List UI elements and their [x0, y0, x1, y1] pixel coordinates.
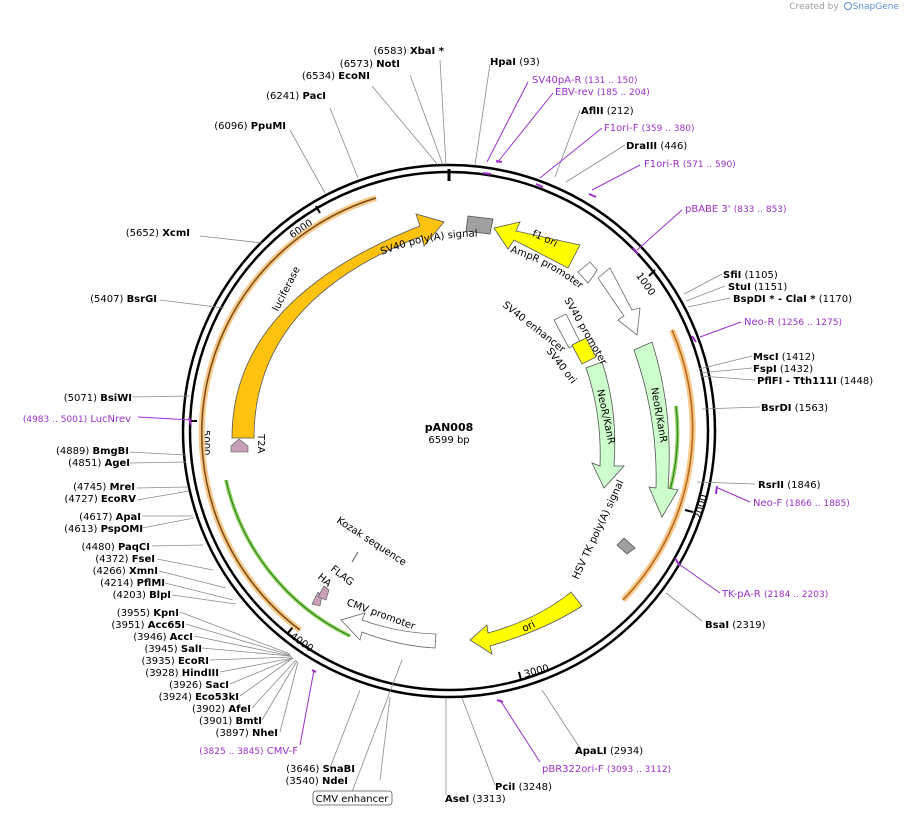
primer-label: pBR322ori-F (3093 .. 3112) — [542, 764, 671, 775]
enzyme-label: FspI (1432) — [753, 364, 813, 375]
ampr-promoter-arrow — [577, 261, 598, 284]
tick-label-2000: 2000 — [693, 494, 710, 521]
enzyme-label: (3902) AfeI — [192, 704, 251, 715]
tick-label-5000: 5000 — [200, 430, 211, 455]
feature-cmv-enhancer-label: CMV enhancer — [316, 794, 390, 805]
enzyme-label: (3901) BmtI — [199, 716, 262, 727]
primer-label: F1ori-R (571 .. 590) — [644, 159, 736, 170]
primer-label: Neo-F (1866 .. 1885) — [753, 498, 850, 509]
enzyme-leader-lines — [129, 59, 761, 795]
enzyme-label: (3951) Acc65I — [111, 620, 185, 631]
flag-arrow — [317, 585, 330, 601]
hsv-tk-polya-box — [616, 537, 636, 555]
credit-prefix: Created by — [789, 2, 839, 12]
enzyme-label: (5652) XcmI — [126, 228, 190, 239]
enzyme-label: (6096) PpuMI — [214, 121, 286, 132]
enzyme-label: (3897) NheI — [216, 728, 278, 739]
enzyme-label: (6573) NotI — [340, 59, 400, 70]
enzyme-label: (3935) EcoRI — [141, 656, 209, 667]
enzyme-label: (4480) PaqCI — [82, 542, 150, 553]
primer-label: pBABE 3' (833 .. 853) — [685, 204, 787, 215]
sv40-polya-box — [465, 215, 494, 235]
enzyme-label: (4727) EcoRV — [64, 494, 136, 505]
feature-sv40-enhancer-label: SV40 enhancer — [500, 300, 567, 356]
enzyme-label: (3540) NdeI — [286, 776, 348, 787]
primer-label: SV40pA-R (131 .. 150) — [532, 75, 637, 86]
enzyme-label: (3926) SacI — [169, 680, 229, 691]
plasmid-center: pAN008 6599 bp — [425, 421, 474, 446]
primer-label: TK-pA-R (2184 .. 2203) — [721, 589, 828, 600]
cmv-promoter-arrow — [340, 612, 437, 649]
primer-label: (4983 .. 5001) LucNrev — [23, 414, 131, 425]
enzyme-label: (4851) AgeI — [68, 458, 130, 469]
credit-brand: SnapGene — [852, 2, 899, 12]
enzyme-label: RsrII (1846) — [758, 480, 821, 491]
enzyme-label: (3945) SalI — [144, 644, 202, 655]
enzyme-label: (4372) FseI — [95, 554, 155, 565]
enzyme-label: (4613) PspOMI — [64, 524, 143, 535]
plasmid-name: pAN008 — [425, 421, 474, 434]
luciferase-arrow — [231, 213, 445, 439]
enzyme-label: (4617) ApaI — [79, 512, 141, 523]
feature-ori-label: ori — [521, 619, 537, 634]
feature-ha-label: HA — [315, 572, 333, 590]
f1-ori-arrow — [493, 221, 581, 269]
enzyme-label: (3955) KpnI — [117, 608, 179, 619]
primer-label: Neo-R (1256 .. 1275) — [744, 317, 842, 328]
ori-arrow — [469, 591, 583, 655]
enzyme-label: (3646) SnaBI — [286, 764, 355, 775]
feature-highlights — [198, 195, 696, 638]
enzyme-label: BspDI * - ClaI * (1170) — [733, 294, 852, 305]
snapgene-credit: Created by SnapGene — [789, 2, 899, 12]
feature-hsv-tk-polya-label: HSV TK poly(A) signal — [571, 478, 627, 581]
enzyme-label: MscI (1412) — [753, 352, 815, 363]
feature-t2a-label: T2A — [255, 433, 266, 453]
enzyme-label: (4745) MreI — [73, 482, 135, 493]
primer-label: F1ori-F (359 .. 380) — [604, 123, 695, 134]
enzyme-label: (4214) PflMI — [100, 578, 165, 589]
feature-kozak-label: Kozak sequence — [334, 515, 408, 568]
sv40-ori-box — [571, 337, 597, 365]
feature-shapes — [230, 213, 679, 793]
enzyme-labels-left: (6583) XbaI * (6573) NotI (6534) EcoNI (… — [56, 46, 445, 787]
primer-labels: SV40pA-R (131 .. 150) EBV-rev (185 .. 20… — [23, 75, 850, 775]
feature-flag-label: FLAG — [328, 564, 355, 589]
enzyme-label: HpaI (93) — [490, 57, 540, 68]
enzyme-label: (3928) HindIII — [145, 668, 219, 679]
enzyme-label: ApaLI (2934) — [575, 746, 643, 757]
enzyme-label: (3924) Eco53kI — [159, 692, 239, 703]
enzyme-label: PflFI - Tth111I (1448) — [757, 376, 873, 387]
neor-outer-arrow — [633, 341, 679, 518]
enzyme-label: (3946) AccI — [133, 632, 193, 643]
enzyme-label: (4203) BlpI — [113, 590, 171, 601]
tick-label-1000: 1000 — [633, 271, 657, 298]
sv40-promoter-arrow — [597, 267, 641, 336]
enzyme-label: PciI (3248) — [495, 782, 552, 793]
neor-inner-arrow — [585, 361, 625, 489]
enzyme-label: (4266) XmnI — [93, 566, 158, 577]
backbone — [181, 163, 717, 699]
enzyme-label: StuI (1151) — [728, 282, 787, 293]
enzyme-label: DraIII (446) — [626, 141, 687, 152]
enzyme-label: (6241) PacI — [266, 91, 326, 102]
t2a-arrow — [230, 438, 249, 453]
enzyme-label: AseI (3313) — [445, 794, 506, 805]
cmv-enhancer-callout: CMV enhancer — [312, 790, 393, 806]
enzyme-label: (4889) BmgBI — [56, 446, 129, 457]
primer-lines — [137, 81, 751, 763]
enzyme-label: (6583) XbaI * — [373, 46, 444, 57]
enzyme-labels-right: AseI (3313) PciI (3248) ApaLI (2934) Bsa… — [445, 57, 873, 805]
enzyme-label: BsaI (2319) — [705, 620, 766, 631]
primer-label: (3825 .. 3845) CMV-F — [199, 746, 298, 757]
enzyme-label: (5407) BsrGI — [90, 294, 157, 305]
plasmid-size: 6599 bp — [428, 435, 469, 446]
enzyme-label: SfiI (1105) — [723, 270, 778, 281]
snapgene-logo-icon — [843, 2, 852, 10]
enzyme-label: (5071) BsiWI — [64, 393, 132, 404]
enzyme-label: AflII (212) — [581, 106, 634, 117]
primer-label: EBV-rev (185 .. 204) — [555, 87, 650, 98]
enzyme-label: (6534) EcoNI — [302, 71, 370, 82]
enzyme-label: BsrDI (1563) — [761, 403, 828, 414]
